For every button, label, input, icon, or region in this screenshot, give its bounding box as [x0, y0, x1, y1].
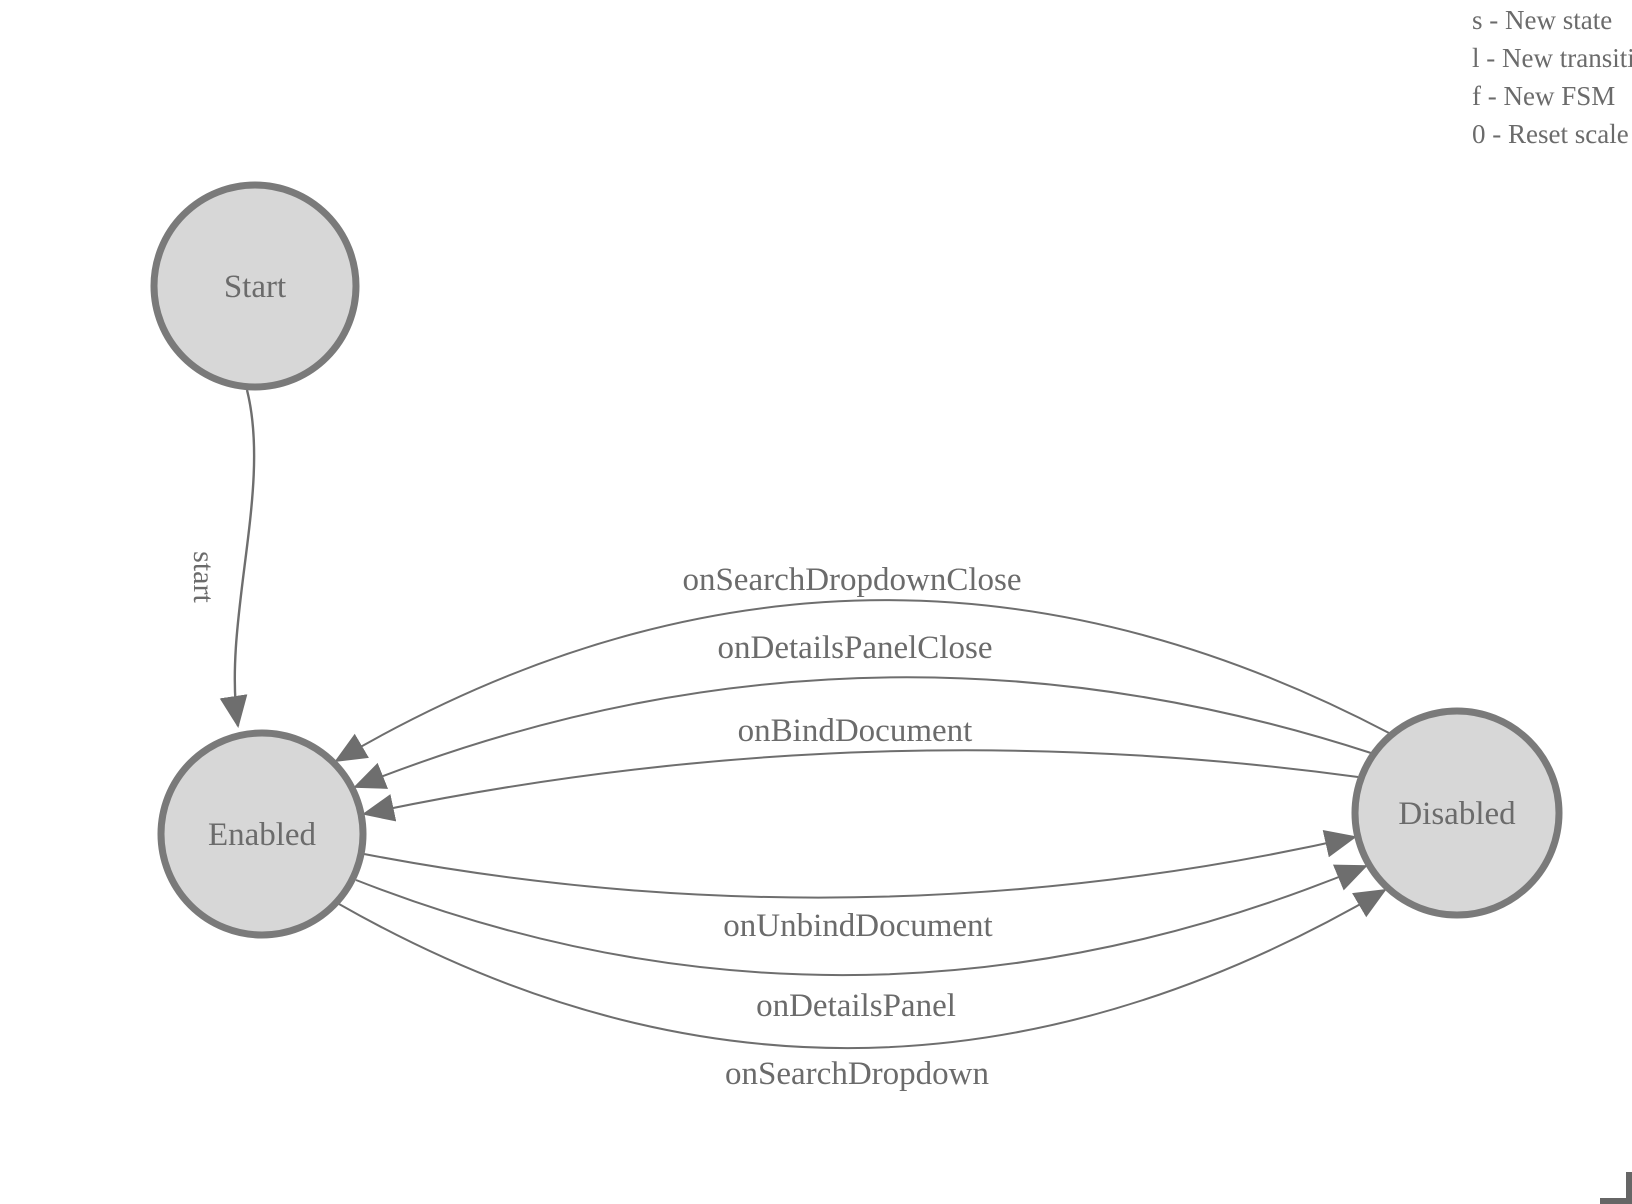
frame-corner-horizontal [1600, 1198, 1632, 1204]
legend-line-new-fsm: f - New FSM [1472, 81, 1616, 111]
transition-label[interactable]: start [187, 551, 220, 603]
transition-onBindDocument[interactable]: onBindDocument [362, 713, 1359, 822]
legend-line-new-transition: l - New transition [1472, 43, 1632, 73]
state-circle[interactable] [157, 729, 367, 939]
state-circle[interactable] [150, 181, 360, 391]
transition-label[interactable]: onSearchDropdown [725, 1056, 989, 1092]
transition-edge[interactable] [353, 676, 1372, 789]
transition-label[interactable]: onUnbindDocument [723, 908, 992, 944]
legend-line-new-state: s - New state [1472, 5, 1613, 35]
transition-label[interactable]: onBindDocument [738, 713, 973, 749]
transition-start[interactable]: start [187, 389, 256, 728]
transition-edge[interactable] [355, 864, 1368, 977]
transition-label[interactable]: onDetailsPanelClose [718, 630, 993, 666]
state-label[interactable]: Disabled [1398, 796, 1516, 832]
state-node-disabled[interactable]: Disabled [1351, 707, 1563, 919]
state-node-start[interactable]: Start [150, 181, 360, 391]
transition-onUnbindDocument[interactable]: onUnbindDocument [363, 829, 1357, 944]
transition-onSearchDropdown[interactable]: onSearchDropdown [338, 888, 1387, 1092]
state-node-enabled[interactable]: Enabled [157, 729, 367, 939]
transition-label[interactable]: onDetailsPanel [756, 988, 956, 1024]
transition-start-edge[interactable] [219, 389, 256, 728]
transition-edge[interactable] [334, 599, 1390, 763]
transition-label[interactable]: onSearchDropdownClose [682, 562, 1021, 598]
state-label[interactable]: Enabled [208, 817, 317, 853]
legend-line-reset-scale: 0 - Reset scale [1472, 119, 1629, 149]
transition-edge[interactable] [362, 749, 1359, 822]
transition-onSearchDropdownClose[interactable]: onSearchDropdownClose [334, 562, 1390, 763]
state-circle[interactable] [1351, 707, 1563, 919]
transition-edge[interactable] [363, 829, 1357, 899]
transition-edge[interactable] [338, 888, 1387, 1049]
state-label[interactable]: Start [224, 269, 286, 305]
frame-corner-vertical [1626, 1172, 1632, 1204]
shortcut-legend: s - New state l - New transition f - New… [1472, 1, 1632, 153]
transition-onDetailsPanelClose[interactable]: onDetailsPanelClose [353, 630, 1372, 789]
transition-onDetailsPanel[interactable]: onDetailsPanel [355, 864, 1368, 1024]
